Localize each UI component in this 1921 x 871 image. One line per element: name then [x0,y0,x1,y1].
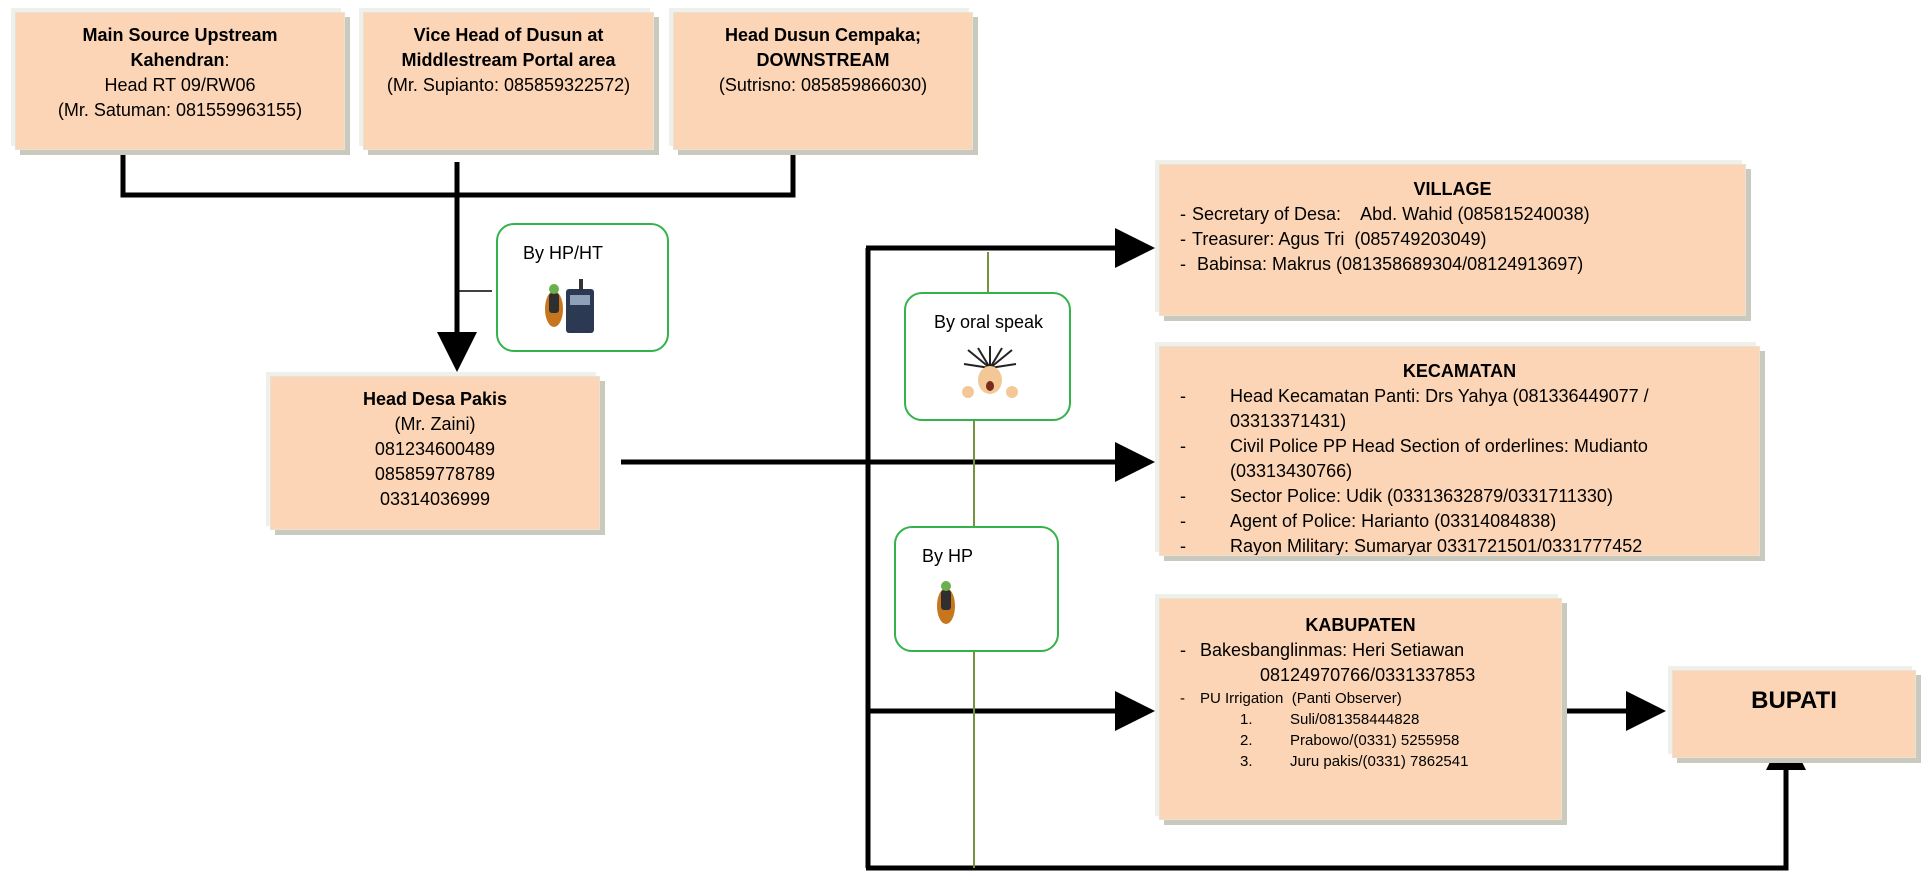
kecamatan-box: KECAMATAN -Head Kecamatan Panti: Drs Yah… [1159,346,1760,556]
village-bullet-3: - [1180,254,1186,274]
head-desa-line-4: 03314036999 [379,489,491,509]
by-oral-speak-label-box: By oral speak [904,292,1071,421]
head-desa-line-1: (Mr. Zaini) [394,414,476,434]
mobile-phone-icon [937,581,955,624]
by-oral-speak-label: By oral speak [934,312,1044,332]
kabupaten-title: KABUPATEN [1305,615,1416,635]
upstream-title-1: Main Source Upstream [82,25,278,45]
by-hp-ht-label: By HP/HT [523,243,604,263]
kecamatan-item-3: -Sector Police: Udik (03313632879/033171… [1180,486,1613,506]
head-desa-line-3: 085859778789 [374,464,496,484]
bupati-title: BUPATI [1751,687,1837,714]
upstream-title-2: Kahendran [130,50,225,70]
head-desa-line-2: 081234600489 [374,439,496,459]
by-hp-label: By HP [922,546,974,566]
downstream-title-1: Head Dusun Cempaka; [724,25,922,45]
kecamatan-item-2: -Civil Police PP Head Section of orderli… [1180,436,1648,481]
upstream-line-2: (Mr. Satuman: 081559963155) [57,100,303,120]
upstream-title-2-suffix: : [224,50,230,70]
village-box: VILLAGE -Secretary of Desa: Abd. Wahid (… [1159,164,1746,316]
middlestream-title-1: Vice Head of Dusun at [413,25,604,45]
kabupaten-sub-item-1: 1.Suli/081358444828 [1240,711,1420,728]
village-item-2: -Treasurer: Agus Tri (085749203049) [1180,227,1745,252]
village-bullet-2: - [1180,229,1186,249]
upstream-box: Main Source Upstream Kahendran: Head RT … [15,12,345,150]
kecamatan-title: KECAMATAN [1402,361,1517,381]
kabupaten-item-2: -PU Irrigation (Panti Observer) [1180,690,1402,707]
downstream-line-1: (Sutrisno: 085859866030) [718,75,928,95]
bottom-line [866,730,1806,871]
middlestream-title-2: Middlestream Portal area [401,50,616,70]
downstream-title-2: DOWNSTREAM [756,50,890,70]
upstream-line-1: Head RT 09/RW06 [104,75,256,95]
kabupaten-sub-item-2: 2.Prabowo/(0331) 5255958 [1240,732,1460,749]
head-desa-box: Head Desa Pakis (Mr. Zaini) 081234600489… [270,376,600,530]
head-desa-title: Head Desa Pakis [362,389,508,409]
kabupaten-sub-item-3: 3.Juru pakis/(0331) 7862541 [1240,753,1469,770]
village-bullet-1: - [1180,204,1186,224]
bupati-box: BUPATI [1672,670,1916,758]
village-item-3: - Babinsa: Makrus (081358689304/08124913… [1180,252,1745,277]
kecamatan-item-1: -Head Kecamatan Panti: Drs Yahya (081336… [1180,386,1649,431]
kabupaten-box: KABUPATEN -Bakesbanglinmas: Heri Setiawa… [1159,598,1562,820]
kecamatan-item-4: -Agent of Police: Harianto (03314084838) [1180,511,1557,531]
kecamatan-item-5: -Rayon Military: Sumaryar 0331721501/033… [1180,536,1643,556]
village-title: VILLAGE [1413,179,1492,199]
downstream-box: Head Dusun Cempaka; DOWNSTREAM (Sutrisno… [673,12,973,150]
kabupaten-item-1-phone: 08124970766/0331337853 [1260,665,1476,685]
kabupaten-item-1: -Bakesbanglinmas: Heri Setiawan [1180,640,1465,660]
phone-walkie-talkie-icon [545,279,594,333]
by-hp-ht-label-box: By HP/HT [496,223,669,352]
shouting-person-icon [962,346,1018,398]
village-item-1: -Secretary of Desa: Abd. Wahid (08581524… [1180,202,1745,227]
middlestream-box: Vice Head of Dusun at Middlestream Porta… [363,12,654,150]
by-hp-label-box: By HP [894,526,1059,652]
upstream-title-2-row: Kahendran: [16,48,344,73]
middlestream-line-1: (Mr. Supianto: 085859322572) [386,75,631,95]
